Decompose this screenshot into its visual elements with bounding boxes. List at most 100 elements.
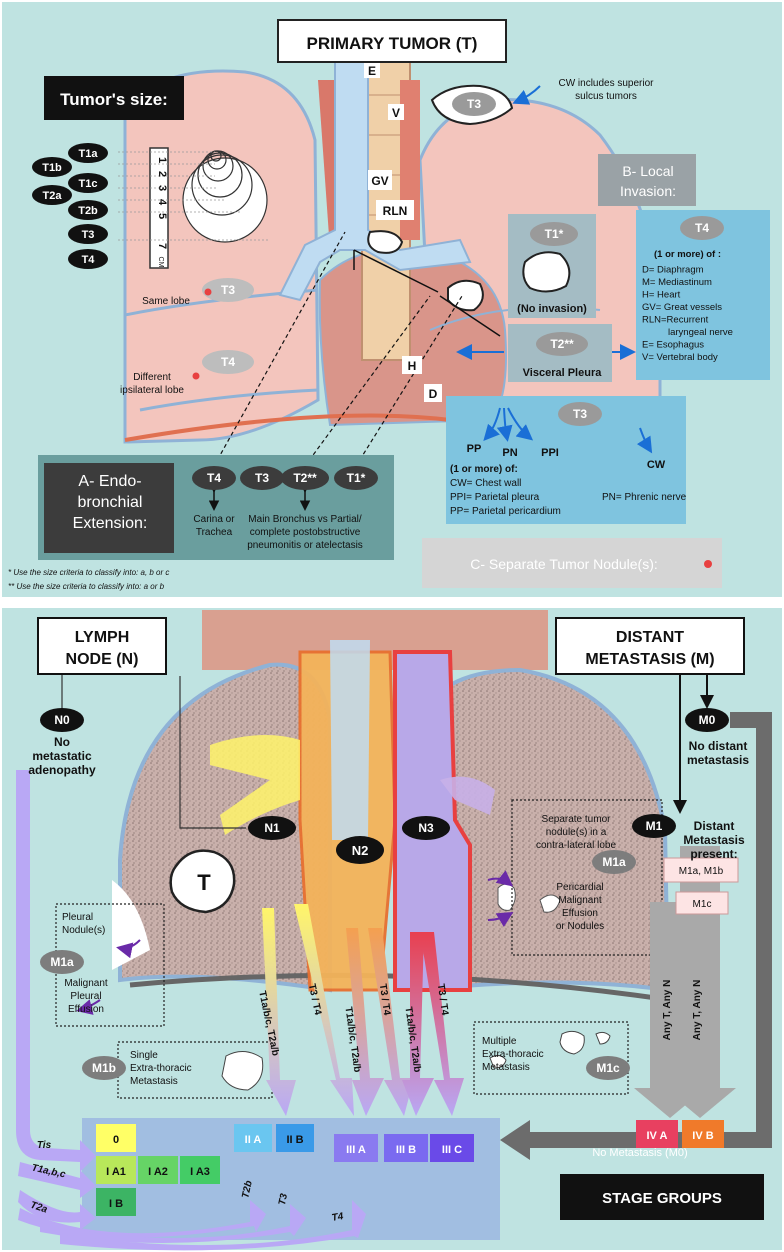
m0-badge: M0 [699,713,716,727]
t4-badge: T4 [695,221,709,235]
any-tn-label: Any T, Any N [662,980,673,1041]
multiple-metastasis-text: Multiple [482,1036,517,1047]
lymph-node-title: NODE (N) [66,651,139,668]
t3-list-item: PP= Parietal pericardium [450,506,561,517]
anatomy-PN: PN [502,447,517,459]
endobronchial-badge: T1* [347,471,366,485]
tumor-size-circles [182,150,268,243]
t4-list-item: V= Vertebral body [642,352,718,363]
pleural-effusion-text: Pleural [70,991,101,1002]
stage-cell-ivb: IV B [692,1130,713,1142]
stage-cell-iiib: III B [396,1144,416,1156]
separate-tumor-text: contra-lateral lobe [536,840,616,851]
stage-cell-ia2: I A2 [148,1166,168,1178]
ruler-unit: CM [157,257,164,268]
pericardial-text: Pericardial [556,882,603,893]
tumor-T: T [197,870,211,895]
endobronchial-badge: T3 [255,471,269,485]
stage-cell-s0: 0 [113,1134,119,1146]
pleural-nodule-text: Nodule(s) [62,925,105,936]
t4-list-item: laryngeal nerve [668,327,733,338]
distant-metastasis-title: METASTASIS (M) [585,651,714,668]
diff-lobe-label: Different [133,372,171,383]
local-invasion-title-box [598,154,696,206]
m1a-badge: M1a [602,855,626,869]
size-badge: T3 [82,229,95,241]
arrow-label: T3 / T4 [435,983,450,1016]
diff-lobe-label: ipsilateral lobe [120,385,184,396]
t4-label: T4 [331,1211,345,1224]
pleural-nodule-text: Pleural [62,912,93,923]
visceral-pleura-label: Visceral Pleura [523,367,603,379]
anatomy-GV: GV [371,174,388,188]
ruler-number: 4 [156,199,168,206]
t4-list-item: M= Mediastinum [642,277,712,288]
pericardial-text: or Nodules [556,921,604,932]
t2b-label: T2b [240,1180,254,1200]
carina-label: Trachea [196,527,233,538]
m1a-left-badge: M1a [50,955,74,969]
page-title: PRIMARY TUMOR (T) [307,34,478,53]
tumor-size-title-box [44,76,184,120]
m1-badge: M1 [646,819,663,833]
m1-text: Distant [694,819,735,833]
stage-cell-ia1: I A1 [106,1166,126,1178]
size-badge: T2a [43,190,63,202]
anatomy-D: D [429,387,438,401]
endobronchial-title: bronchial [78,494,143,511]
footnote: ** Use the size criteria to classify int… [8,582,165,591]
m1-text: present: [690,847,737,861]
endobronchial-badge: T4 [207,471,221,485]
t3-list-item: PN= Phrenic nerve [602,492,687,503]
any-tn-label: Any T, Any N [692,980,703,1041]
endobronchial-title: A- Endo- [78,473,141,490]
cw-note: CW includes superior [558,78,654,89]
endobronchial-title-box [44,463,174,553]
title-box [277,19,507,63]
endobronchial-title: Extension: [73,515,148,532]
t4-list-item: RLN=Recurrent [642,315,709,326]
t3-list-item: (1 or more) of: [450,464,518,475]
no-invasion-label: (No invasion) [517,303,587,315]
t2-badge: T2** [550,337,574,351]
n1-badge: N1 [264,821,280,835]
t3-same-lobe-badge: T3 [221,283,235,297]
t1-star-badge: T1* [545,227,564,241]
m0-text: No distant [689,739,748,753]
arrow-label: T3 / T4 [377,983,392,1016]
t4-list-item: D= Diaphragm [642,265,704,276]
cm-ruler [149,147,169,269]
anatomy-V: V [392,106,400,120]
stage-cell-iva: IV A [647,1130,668,1142]
n1-zone [210,735,300,835]
m1c-box: M1c [693,899,712,910]
pleural-effusion-text: Malignant [64,978,108,989]
single-metastasis-text: Metastasis [130,1076,178,1087]
t4-diff-lobe-badge: T4 [221,355,235,369]
m1-text: Metastasis [683,833,745,847]
anatomy-PP: PP [467,443,482,455]
separate-nodule-title: C- Separate Tumor Nodule(s): [470,556,658,572]
local-invasion-title: Invasion: [620,183,676,199]
size-badge: T4 [82,254,96,266]
ruler-number: 7 [156,243,168,249]
t3-list-item: PPI= Parietal pleura [450,492,540,503]
stage-cell-iib: II B [286,1134,303,1146]
ruler-number: 1 [156,157,168,163]
size-badge: T1b [42,162,62,174]
multiple-metastasis-text: Extra-thoracic [482,1049,544,1060]
t4-list-item: E= Esophagus [642,340,704,351]
stage-cell-iia: II A [245,1134,262,1146]
anatomy-RLN: RLN [383,204,408,218]
anatomy-CW: CW [647,459,666,471]
t4-list-item: H= Heart [642,290,681,301]
ruler-number: 2 [156,171,168,177]
stage-cell-iiia: III A [346,1144,366,1156]
endobronchial-badge: T2** [293,471,317,485]
distant-metastasis-title: DISTANT [616,629,684,646]
local-invasion-title: B- Local [622,163,673,179]
t2-label: T2a [29,1200,49,1216]
multiple-metastasis-box [473,1021,629,1095]
ruler-number: 5 [156,213,168,219]
size-badges [32,143,108,269]
